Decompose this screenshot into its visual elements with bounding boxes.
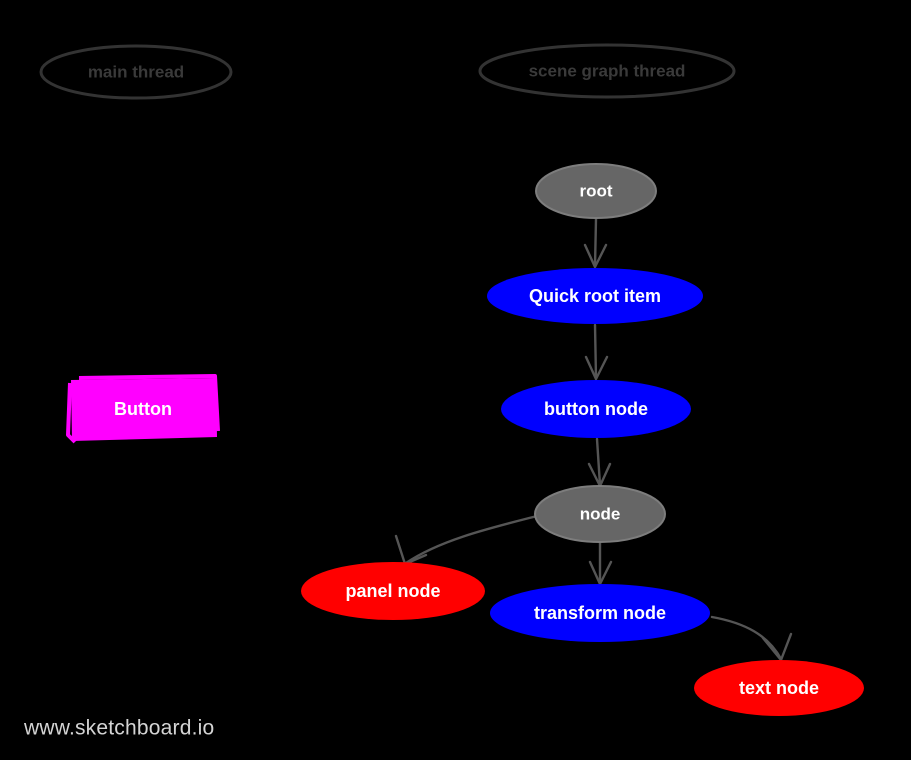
node-label-panel-node: panel node [345,581,440,601]
connector-transform-node-to-text-node[interactable] [710,615,793,662]
node-shape-button-node [501,380,691,438]
node-shape-panel-node [301,562,485,620]
button-shape-base [71,378,217,441]
connector-quick-root-item-to-button-node[interactable] [584,323,609,381]
connector-line-root-to-quick-root-item [593,217,598,268]
arrowhead-icon-transform-node-to-text-node [761,632,793,662]
arrowhead-icon-quick-root-item-to-button-node [584,355,609,381]
node-label-transform-node: transform node [534,603,666,623]
thread-ellipse-scene-graph-thread [478,43,736,99]
node-transform-node[interactable]: transform node [490,584,710,642]
thread-lane-scene-graph-thread[interactable]: scene graph thread [478,43,736,99]
connector-line-transform-node-to-text-node [710,615,783,661]
thread-ellipse-main-thread [39,44,233,100]
node-label-text-node: text node [739,678,819,698]
connector-button-node-to-node[interactable] [587,437,612,488]
button-sketch-stroke-top [78,374,220,432]
node-shape-text-node [694,660,864,716]
connector-node-to-panel-node[interactable] [394,514,539,566]
node-label-button-node: button node [544,399,648,419]
node-shape-transform-node [490,584,710,642]
thread-label-scene-graph-thread: scene graph thread [529,61,686,80]
node-shape-quick-root-item [487,268,703,324]
node-root[interactable]: root [535,163,657,219]
thread-labels-group: main thread scene graph thread [39,43,736,100]
node-label-quick-root-item: Quick root item [529,286,661,306]
arrowhead-icon-root-to-quick-root-item [583,243,608,269]
node-label-node: node [580,504,621,523]
node-label-root: root [579,181,612,200]
button-shape-group[interactable]: Button [66,374,220,444]
node-node[interactable]: node [534,485,666,543]
node-shape-root [535,163,657,219]
node-button-node[interactable]: button node [501,380,691,438]
connector-node-to-transform-node[interactable] [588,540,613,586]
watermark-label: www.sketchboard.io [23,717,214,740]
button-label: Button [114,399,172,419]
connector-root-to-quick-root-item[interactable] [583,217,608,269]
node-quick-root-item[interactable]: Quick root item [487,268,703,324]
connector-line-quick-root-item-to-button-node [593,323,598,380]
node-text-node[interactable]: text node [694,660,864,716]
thread-lane-main-thread[interactable]: main thread [39,44,233,100]
thread-label-main-thread: main thread [88,62,184,81]
connector-line-button-node-to-node [595,437,602,487]
node-panel-node[interactable]: panel node [301,562,485,620]
connector-line-node-to-panel-node [404,514,539,565]
node-shape-node [534,485,666,543]
button-sketch-stroke-left [66,382,77,444]
